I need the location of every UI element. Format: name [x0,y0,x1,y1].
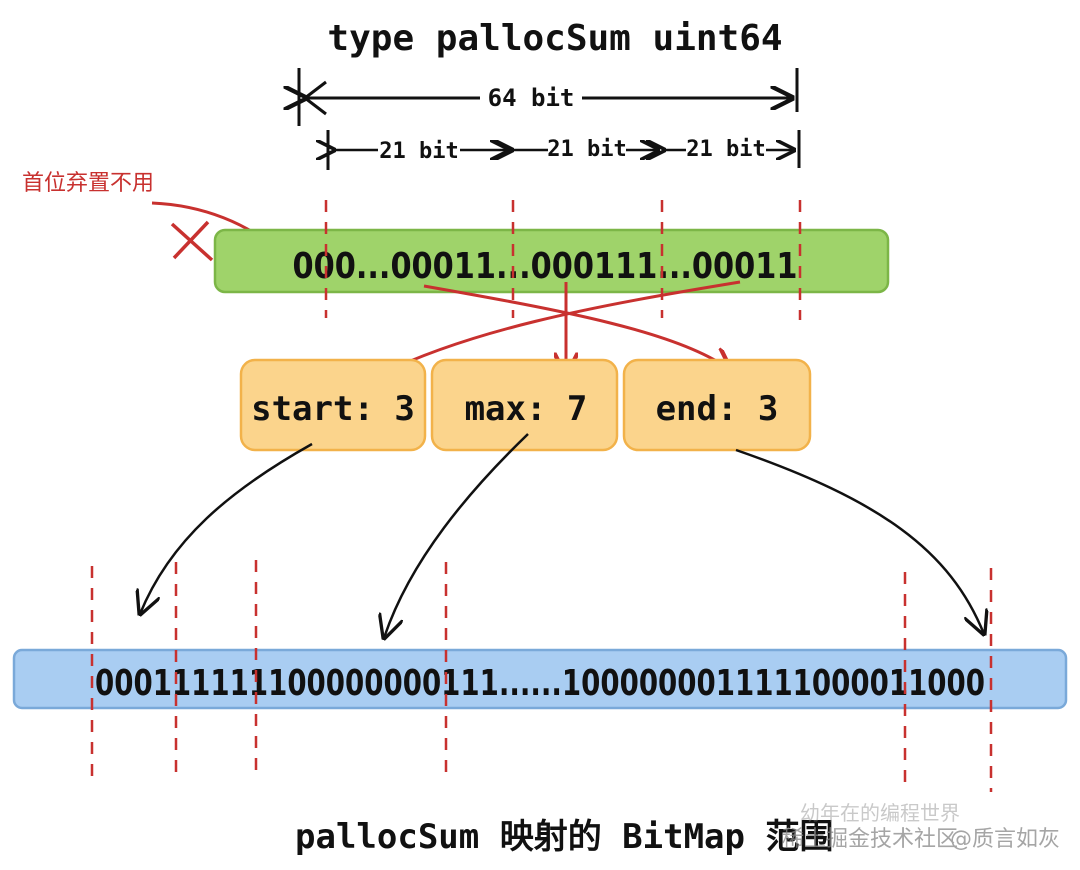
bitmap-bits: 000111111100000000111......1000000011111… [95,663,985,704]
field-end-label: end: 3 [656,389,779,429]
bitmap-mapping-arrows [140,433,984,638]
field-max-label: max: 7 [465,389,588,429]
diagram-title: type pallocSum uint64 [327,18,782,59]
bitmap-dividers [90,560,993,792]
summary-dividers [324,200,802,320]
discard-note: 首位弃置不用 [22,171,154,196]
bitmap-bar [12,648,1068,710]
segment-label-1: 21 bit [379,139,458,164]
watermark-line-1: 稀土掘金技术社区 [782,827,958,852]
total-width-label: 64 bit [488,84,575,112]
field-end-box: end: 3 [622,358,812,452]
summary-bar [213,228,890,294]
watermark-line-2: @质言如灰 [950,827,1060,852]
segment-label-2: 21 bit [547,137,626,162]
field-start-label: start: 3 [251,389,415,429]
field-start-box: start: 3 [239,358,427,452]
field-max-box: max: 7 [430,358,619,452]
segment-label-3: 21 bit [686,137,765,162]
summary-bits: 000...00011...000111...00011 [293,246,798,287]
diagram-caption: pallocSum 映射的 BitMap 范围 [295,817,833,857]
watermark: 稀土掘金技术社区 @质言如灰 幼年在的编程世界 [782,801,1060,852]
watermark-line-3: 幼年在的编程世界 [800,801,960,825]
total-width-dimension: 64 bit [299,68,799,126]
discard-x-mark [170,220,214,262]
segment-dimensions: 21 bit 21 bit 21 bit [328,130,801,170]
